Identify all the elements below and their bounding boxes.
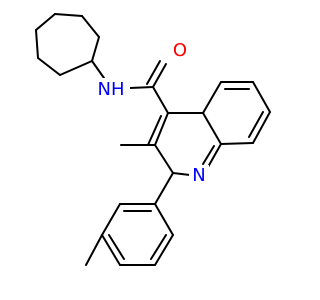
- bond: [252, 111, 271, 144]
- bond: [91, 60, 105, 79]
- bond: [59, 60, 93, 76]
- bond: [154, 234, 174, 266]
- bond: [154, 203, 174, 236]
- ring-nitrogen-label-bg: [189, 165, 209, 187]
- atom-labels: O NH N: [92, 40, 209, 187]
- bond: [252, 81, 271, 113]
- bond: [35, 13, 56, 31]
- bond: [207, 143, 222, 168]
- bond: [129, 86, 154, 89]
- bond: [101, 203, 121, 236]
- bond: [101, 234, 121, 266]
- molecule-diagram: O NH N: [35, 13, 271, 266]
- amide-group: [91, 60, 169, 114]
- bond: [172, 172, 191, 176]
- bond: [202, 112, 222, 145]
- bond: [147, 115, 162, 146]
- bond: [154, 172, 174, 205]
- bond: [37, 57, 61, 76]
- bond: [91, 36, 100, 62]
- bond: [202, 145, 215, 165]
- quinoline-ring: [120, 81, 271, 176]
- cycloheptyl-ring: [35, 13, 100, 76]
- bond: [202, 81, 222, 114]
- bond: [146, 60, 161, 85]
- oxygen-label-bg: [170, 40, 190, 62]
- bond: [81, 15, 100, 38]
- bond: [248, 111, 264, 138]
- amide-nitrogen-atom-label: NH: [98, 79, 125, 100]
- bond: [152, 86, 169, 114]
- bond: [54, 13, 83, 17]
- bond: [108, 234, 125, 260]
- bond: [220, 142, 254, 145]
- structure-canvas: O NH N: [35, 13, 271, 266]
- bond: [150, 234, 167, 260]
- tolyl-ring: [85, 172, 174, 266]
- amide-nitrogen-label-bg: [92, 78, 130, 100]
- oxygen-atom-label: O: [173, 40, 187, 61]
- bond: [35, 29, 39, 59]
- bond: [154, 112, 169, 146]
- bond: [85, 234, 103, 266]
- bond: [154, 144, 174, 174]
- bond: [152, 63, 167, 88]
- ring-nitrogen-atom-label: N: [192, 165, 205, 186]
